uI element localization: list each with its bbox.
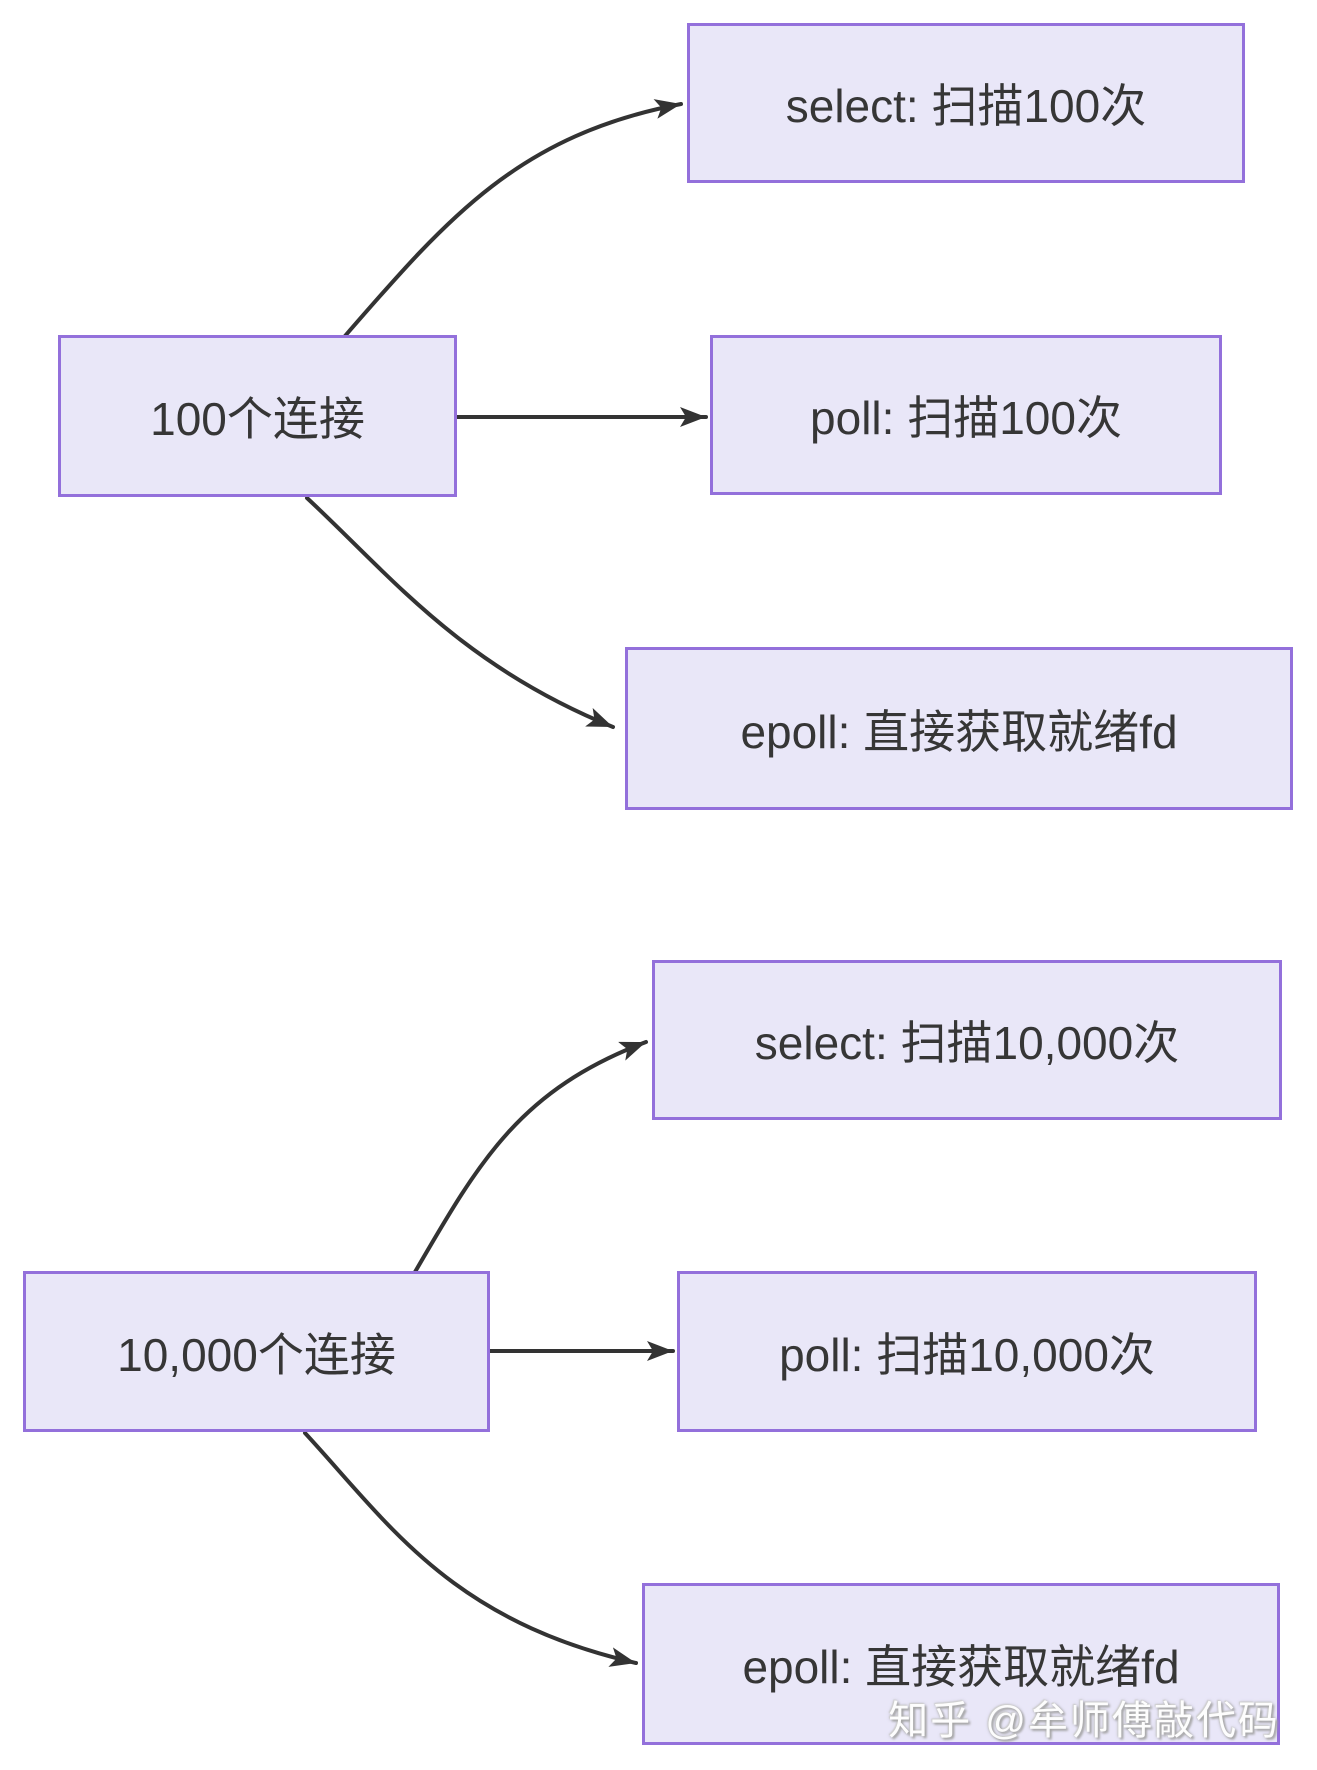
node-poll-100: poll: 扫描100次 [710, 335, 1222, 495]
arrow-100-to-epoll [305, 496, 615, 729]
arrow-100-to-select [343, 99, 683, 338]
node-epoll-10000: epoll: 直接获取就绪fd [642, 1583, 1280, 1745]
node-label: poll: 扫描10,000次 [779, 1328, 1155, 1381]
node-label: select: 扫描10,000次 [754, 1017, 1180, 1069]
node-label: 100个连接 [150, 393, 365, 445]
watermark: 知乎 @牟师傅敲代码 [888, 1699, 1280, 1743]
node-label: 10,000个连接 [117, 1328, 396, 1381]
node-select-10000: select: 扫描10,000次 [652, 960, 1282, 1120]
node-epoll-100: epoll: 直接获取就绪fd [625, 647, 1293, 810]
arrow-10000-to-select [413, 1040, 648, 1274]
node-label: epoll: 直接获取就绪fd [742, 1641, 1180, 1693]
node-label: poll: 扫描100次 [810, 392, 1122, 444]
arrow-10000-to-epoll [303, 1431, 638, 1667]
node-connections-100: 100个连接 [58, 335, 457, 497]
node-connections-10000: 10,000个连接 [23, 1271, 490, 1432]
node-label: epoll: 直接获取就绪fd [740, 705, 1178, 758]
node-poll-10000: poll: 扫描10,000次 [677, 1271, 1257, 1432]
node-select-100: select: 扫描100次 [687, 23, 1245, 183]
node-label: select: 扫描100次 [785, 80, 1147, 132]
